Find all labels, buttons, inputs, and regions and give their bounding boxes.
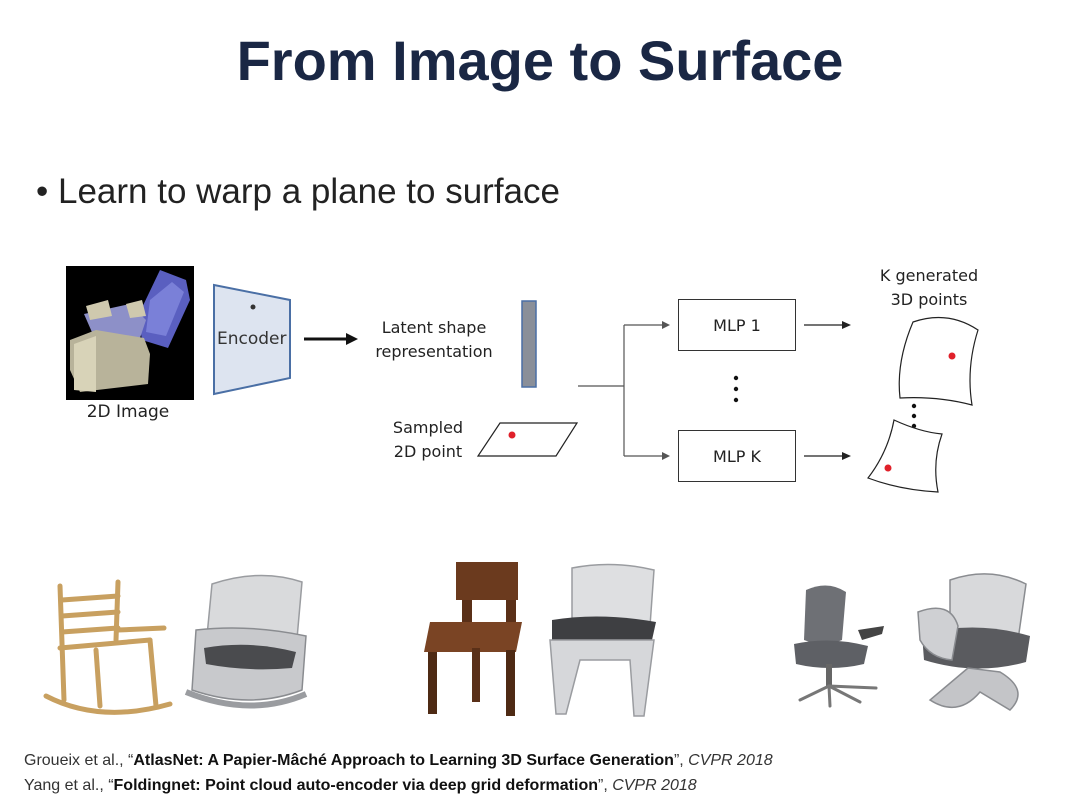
latent-label-line-2: representation	[375, 342, 493, 361]
output-point-2-icon	[884, 464, 892, 472]
mlp-1-block: MLP 1	[678, 299, 796, 351]
input-image	[66, 266, 194, 400]
reference-authors: Yang et al., “	[24, 777, 114, 794]
output-arrows	[804, 324, 842, 457]
bullet-item: •Learn to warp a plane to surface	[36, 172, 560, 212]
mlp-1-label: MLP 1	[713, 315, 761, 335]
chair-reconstruction-dining	[549, 563, 656, 717]
sampled-label-line-2: 2D point	[393, 442, 463, 461]
bullet-text: Learn to warp a plane to surface	[58, 172, 560, 211]
mlp-ellipsis-icon	[733, 375, 739, 403]
reference-authors: Groueix et al., “	[24, 752, 134, 769]
reference-title: AtlasNet: A Papier-Mâché Approach to Lea…	[133, 752, 674, 769]
reference-atlasnet: Groueix et al., “AtlasNet: A Papier-Mâch…	[24, 748, 773, 773]
sampled-label: Sampled 2D point	[380, 416, 476, 464]
encoder-block	[213, 283, 291, 396]
chair-reconstruction-rocking	[184, 574, 308, 709]
mlp-k-block: MLP K	[678, 430, 796, 482]
output-point-1-icon	[948, 352, 956, 360]
output-label-line-1: K generated	[879, 266, 979, 285]
sampled-point-icon	[508, 431, 516, 439]
chair-photo-rocking	[43, 579, 173, 715]
encoder-label: Encoder	[217, 329, 287, 349]
output-label-line-2: 3D points	[890, 290, 968, 309]
branch-connector	[578, 324, 662, 457]
output-label: K generated 3D points	[864, 264, 994, 312]
reference-title: Foldingnet: Point cloud auto-encoder via…	[113, 777, 598, 794]
latent-bar	[521, 300, 537, 388]
image-label: 2D Image	[86, 402, 170, 422]
latent-label: Latent shape representation	[364, 316, 504, 364]
sampled-plane	[476, 422, 579, 457]
output-ellipsis-icon	[911, 403, 917, 429]
reference-venue: CVPR 2018	[612, 777, 697, 794]
latent-label-line-1: Latent shape	[381, 318, 487, 337]
bullet-dot-icon: •	[36, 172, 49, 211]
references: Groueix et al., “AtlasNet: A Papier-Mâch…	[24, 748, 773, 798]
chair-photo-dining	[424, 562, 522, 716]
sampled-label-line-1: Sampled	[392, 418, 464, 437]
encoder-arrow	[304, 333, 358, 345]
output-surface-2	[867, 419, 943, 493]
reference-sep: ”,	[673, 752, 689, 769]
reference-sep: ”,	[597, 777, 613, 794]
slide-title: From Image to Surface	[236, 29, 844, 92]
mlp-k-label: MLP K	[713, 446, 761, 466]
output-surface-1	[898, 316, 979, 406]
reference-foldingnet: Yang et al., “Foldingnet: Point cloud au…	[24, 773, 773, 798]
chair-photo-office	[794, 585, 884, 708]
reference-venue: CVPR 2018	[688, 752, 773, 769]
chair-reconstruction-office	[917, 573, 1030, 711]
